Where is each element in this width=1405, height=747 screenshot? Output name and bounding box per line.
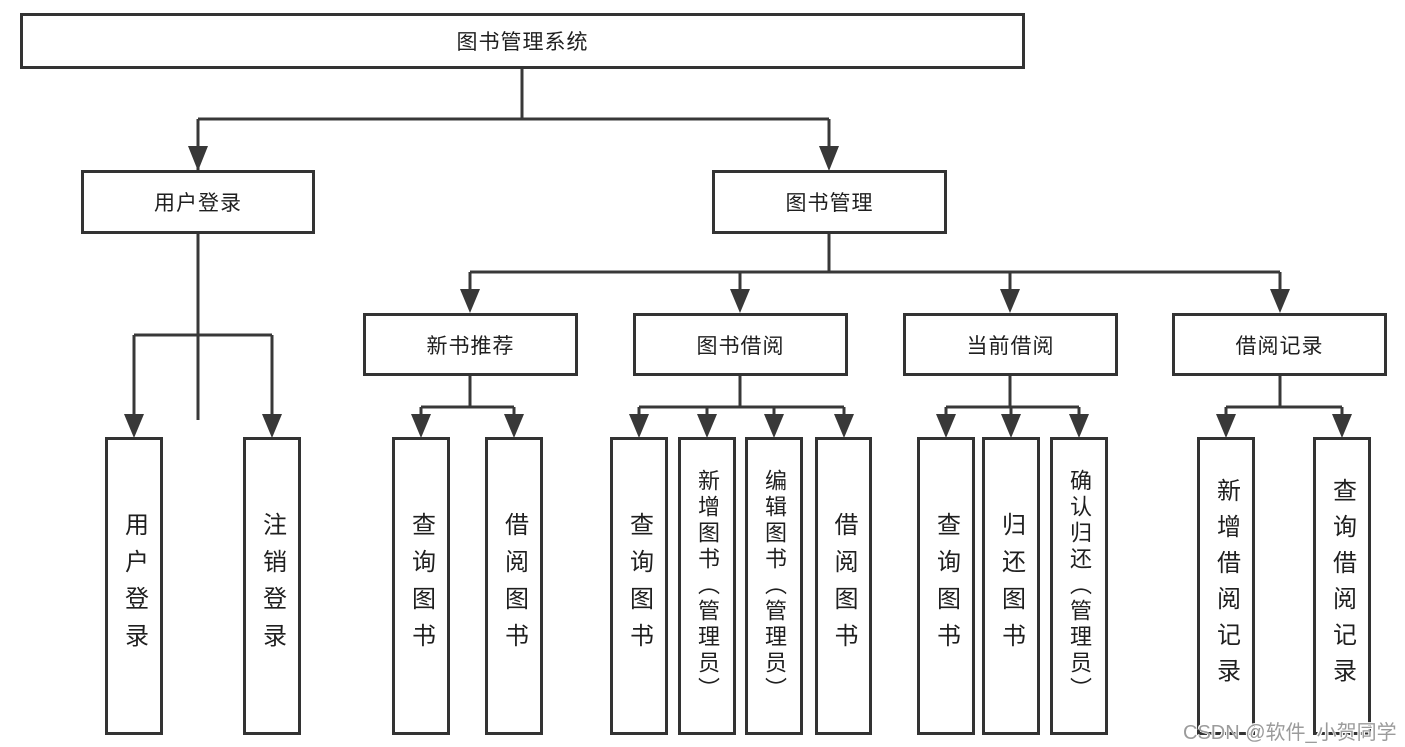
leaf-query-books-borrow: 查询图书 [610, 437, 668, 735]
node-new-book-recommend: 新书推荐 [363, 313, 578, 376]
connector-borrow-records-to-leaves [1216, 376, 1352, 438]
connector-user-login-to-leaves [124, 234, 282, 438]
connector-book-management-to-sections [460, 234, 1290, 313]
node-borrow-records: 借阅记录 [1172, 313, 1387, 376]
node-book-management: 图书管理 [712, 170, 947, 234]
leaf-query-books-recommend: 查询图书 [392, 437, 450, 735]
leaf-add-borrow-record: 新增借阅记录 [1197, 437, 1255, 735]
csdn-watermark: CSDN @软件_小贺同学 [1183, 722, 1397, 744]
leaf-borrow-books: 借阅图书 [815, 437, 872, 735]
node-book-borrow: 图书借阅 [633, 313, 848, 376]
node-user-login: 用户登录 [81, 170, 315, 234]
node-library-management-system: 图书管理系统 [20, 13, 1025, 69]
node-current-borrow: 当前借阅 [903, 313, 1118, 376]
leaf-user-login: 用户登录 [105, 437, 163, 735]
connector-book-borrow-to-leaves [629, 376, 854, 438]
leaf-query-books-current: 查询图书 [917, 437, 975, 735]
connector-new-book-to-leaves [411, 376, 524, 438]
leaf-return-books: 归还图书 [982, 437, 1040, 735]
connector-current-borrow-to-leaves [936, 376, 1089, 438]
leaf-query-borrow-record: 查询借阅记录 [1313, 437, 1371, 735]
leaf-borrow-books-recommend: 借阅图书 [485, 437, 543, 735]
connector-root-to-level2 [188, 69, 839, 420]
leaf-add-books-admin: 新增图书（管理员） [678, 437, 736, 735]
leaf-edit-books-admin: 编辑图书（管理员） [745, 437, 803, 735]
leaf-confirm-return-admin: 确认归还（管理员） [1050, 437, 1108, 735]
leaf-logout: 注销登录 [243, 437, 301, 735]
